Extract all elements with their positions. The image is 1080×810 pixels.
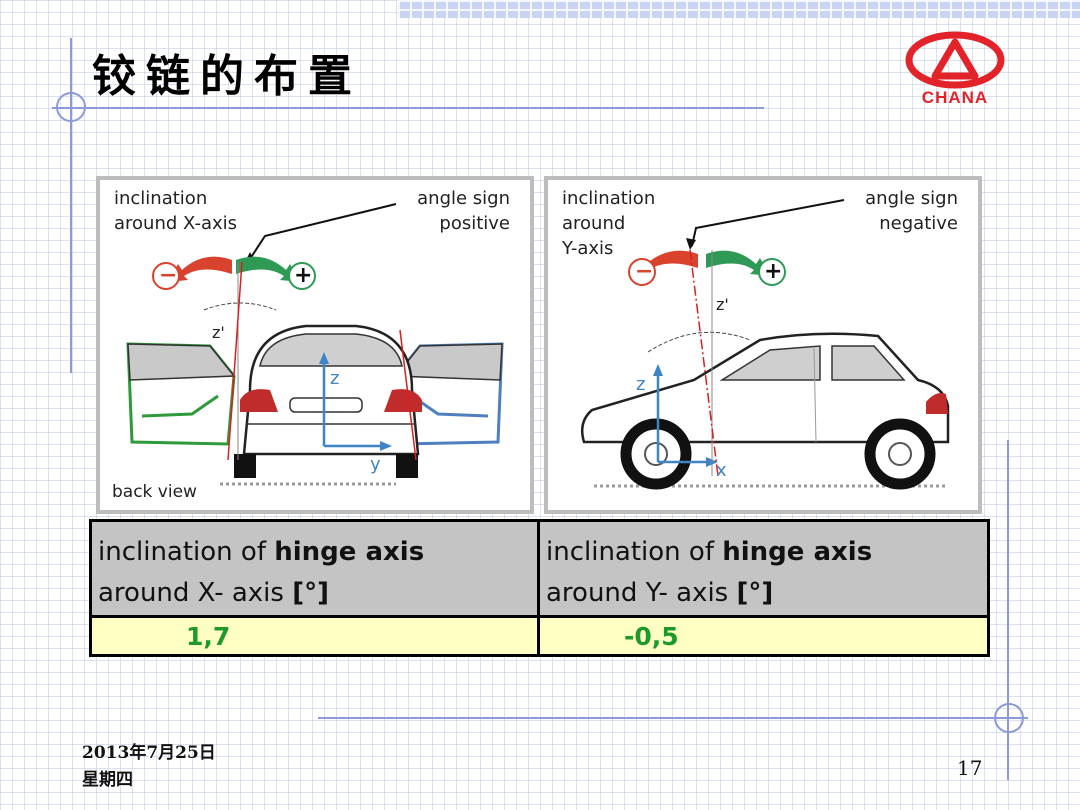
value-x: 1,7 [186, 622, 231, 651]
header-x-line2: around X- axis [98, 578, 293, 608]
chana-emblem-icon [905, 31, 1005, 89]
right-label-inclination-2: around [562, 213, 626, 234]
chana-logo: CHANA [903, 30, 1007, 110]
plus-sign-left: + [294, 263, 313, 288]
right-label-angle-sign-2: negative [879, 213, 958, 234]
header-y-unit: [°] [736, 578, 774, 608]
right-label-angle-sign-1: angle sign [865, 188, 958, 209]
logo-text: CHANA [921, 88, 989, 107]
header-x-bold: hinge axis [274, 537, 425, 567]
side-view-drawing [581, 199, 950, 490]
top-decor-strip [398, 0, 1080, 18]
value-y-cell: -0,5 [540, 615, 987, 654]
axis-label-z-prime-left: z' [212, 323, 225, 342]
header-y-bold: hinge axis [722, 537, 873, 567]
page-number: 17 [957, 756, 983, 780]
value-y: -0,5 [624, 622, 679, 651]
header-y-line2: around Y- axis [546, 578, 737, 608]
decor-line-horizontal-bottom [318, 717, 1028, 719]
right-label-inclination-1: inclination [562, 188, 656, 209]
value-x-cell: 1,7 [92, 615, 540, 654]
axis-label-z-right: z [636, 374, 646, 395]
decor-line-horizontal-top [52, 107, 764, 109]
slide-date: 2013年7月25日 星期四 [82, 740, 216, 794]
axis-label-x-right: x [716, 460, 727, 481]
decor-line-vertical-left [70, 38, 72, 373]
header-x-prefix: inclination of [98, 537, 275, 567]
back-view-caption: back view [112, 482, 197, 502]
axis-label-y-left: y [370, 454, 381, 475]
slide-title: 铰链的布置 [92, 51, 362, 102]
left-label-angle-sign-2: positive [439, 213, 510, 234]
table-header-x: inclination of hinge axis around X- axis… [92, 522, 540, 615]
left-label-inclination-1: inclination [114, 188, 208, 209]
hinge-axis-table: inclination of hinge axis around X- axis… [89, 519, 990, 657]
header-x-unit: [°] [292, 578, 329, 608]
header-y-prefix: inclination of [546, 537, 723, 567]
left-label-angle-sign-1: angle sign [417, 188, 510, 209]
decor-circle-bottom [994, 703, 1024, 733]
decor-circle-top [56, 92, 86, 122]
side-view-figure: inclination around Y-axis angle sign neg… [544, 176, 982, 514]
right-label-inclination-3: Y-axis [562, 238, 614, 259]
minus-sign-right: − [635, 259, 654, 284]
table-header-y: inclination of hinge axis around Y- axis… [540, 522, 987, 615]
minus-sign-left: − [159, 263, 178, 288]
axis-label-z-left: z [330, 368, 340, 389]
weekday-line: 星期四 [82, 770, 133, 790]
back-view-figure: inclination around X-axis angle sign pos… [96, 176, 534, 514]
left-label-inclination-2: around X-axis [114, 213, 238, 234]
back-view-drawing [126, 203, 504, 486]
decor-line-vertical-right [1007, 440, 1009, 780]
date-line: 2013年7月25日 [82, 743, 216, 763]
plus-sign-right: + [764, 259, 783, 284]
axis-label-z-prime-right: z' [716, 295, 729, 314]
